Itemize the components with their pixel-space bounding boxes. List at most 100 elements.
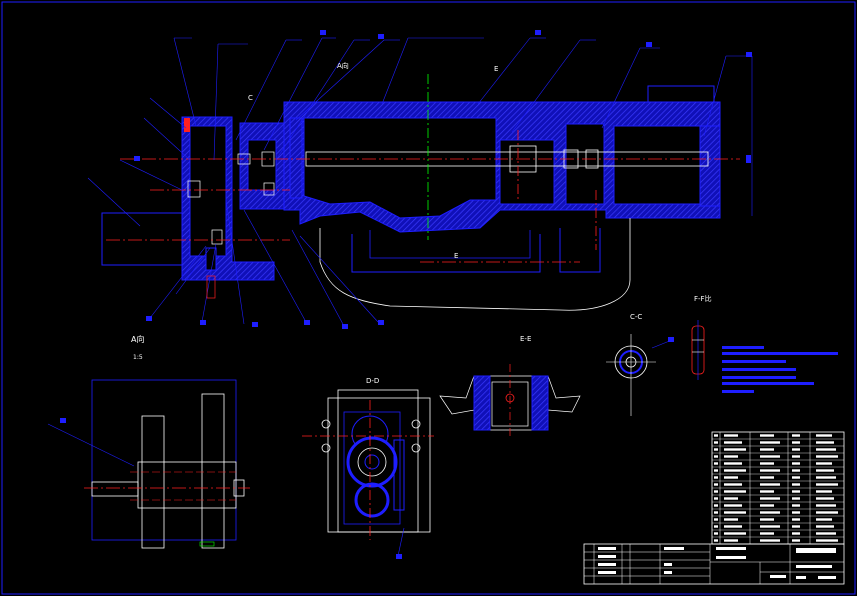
section-title-e-e: E-E [520, 335, 532, 343]
a-view-scale: 1:5 [133, 354, 143, 361]
parts-cell-mark [760, 462, 774, 465]
section-title-c-c: C-C [630, 313, 643, 321]
parts-cell-mark [792, 539, 800, 542]
parts-cell-mark [816, 504, 836, 507]
parts-cell-mark [816, 441, 834, 444]
parts-cell-mark [724, 476, 738, 479]
parts-cell-mark [792, 511, 800, 514]
parts-cell-mark [792, 490, 800, 493]
parts-cell-mark [816, 448, 836, 451]
parts-cell-mark [714, 539, 718, 542]
parts-cell-mark [724, 462, 742, 465]
section-title-d-d: D-D [366, 377, 380, 385]
parts-cell-mark [714, 504, 718, 507]
parts-cell-mark [724, 497, 738, 500]
parts-cell-mark [816, 532, 836, 535]
parts-cell-mark [792, 504, 800, 507]
parts-cell-mark [760, 483, 780, 486]
parts-cell-mark [760, 497, 780, 500]
parts-cell-mark [816, 462, 832, 465]
parts-cell-mark [792, 476, 800, 479]
section-marker-e-bottom: E [454, 252, 459, 260]
parts-cell-mark [792, 455, 800, 458]
parts-cell-mark [714, 511, 718, 514]
parts-cell-mark [816, 483, 838, 486]
parts-cell-mark [792, 497, 800, 500]
parts-cell-mark [816, 490, 832, 493]
section-title-f-f: F-F比 [694, 295, 712, 303]
parts-cell-mark [724, 434, 738, 437]
parts-cell-mark [816, 511, 838, 514]
parts-cell-mark [816, 518, 832, 521]
parts-cell-mark [714, 490, 718, 493]
parts-cell-mark [760, 434, 774, 437]
section-marker-e-top: E [494, 65, 499, 73]
section-e-e [439, 364, 581, 436]
parts-cell-mark [792, 469, 800, 472]
parts-cell-mark [792, 462, 800, 465]
parts-cell-mark [724, 504, 742, 507]
parts-cell-mark [714, 448, 718, 451]
parts-list-table [711, 431, 845, 545]
parts-cell-mark [760, 504, 774, 507]
parts-cell-mark [760, 448, 774, 451]
parts-cell-mark [714, 462, 718, 465]
section-marker-c: C [248, 94, 253, 102]
parts-cell-mark [724, 511, 746, 514]
main-assembly-view [87, 30, 753, 329]
parts-cell-mark [816, 469, 834, 472]
section-f-f [691, 320, 705, 380]
parts-cell-mark [760, 539, 780, 542]
parts-cell-mark [760, 518, 774, 521]
parts-cell-mark [714, 434, 718, 437]
parts-cell-mark [714, 455, 718, 458]
parts-cell-mark [714, 518, 718, 521]
a-view-title: A向 [131, 335, 145, 344]
parts-cell-mark [760, 532, 774, 535]
parts-cell-mark [714, 483, 718, 486]
parts-cell-mark [714, 532, 718, 535]
parts-cell-mark [760, 441, 780, 444]
parts-cell-mark [724, 539, 738, 542]
section-c-c [606, 334, 674, 416]
parts-cell-mark [714, 497, 718, 500]
technical-notes [722, 346, 838, 393]
parts-cell-mark [792, 434, 800, 437]
parts-cell-mark [724, 525, 742, 528]
section-d-d [302, 389, 434, 559]
parts-cell-mark [724, 483, 742, 486]
parts-cell-mark [792, 518, 800, 521]
parts-cell-mark [760, 490, 774, 493]
view-label-a-direction: A向 [337, 62, 349, 70]
parts-cell-mark [816, 476, 836, 479]
a-direction-view [47, 379, 250, 549]
parts-cell-mark [792, 483, 800, 486]
parts-cell-mark [816, 525, 834, 528]
parts-cell-mark [760, 455, 780, 458]
parts-cell-mark [714, 525, 718, 528]
parts-cell-mark [760, 525, 780, 528]
parts-cell-mark [724, 518, 738, 521]
parts-cell-mark [760, 476, 774, 479]
parts-cell-mark [792, 532, 800, 535]
parts-cell-mark [816, 497, 834, 500]
parts-cell-mark [724, 490, 746, 493]
parts-cell-mark [714, 469, 718, 472]
parts-cell-mark [724, 469, 746, 472]
parts-cell-mark [816, 455, 838, 458]
parts-cell-mark [792, 525, 800, 528]
parts-cell-mark [760, 469, 780, 472]
parts-cell-mark [714, 476, 718, 479]
parts-cell-mark [792, 448, 800, 451]
title-block [583, 543, 845, 585]
parts-cell-mark [816, 539, 838, 542]
parts-cell-mark [724, 532, 746, 535]
parts-cell-mark [724, 441, 742, 444]
parts-cell-mark [760, 511, 780, 514]
parts-cell-mark [816, 434, 832, 437]
parts-cell-mark [724, 448, 746, 451]
parts-cell-mark [714, 441, 718, 444]
parts-cell-mark [724, 455, 738, 458]
